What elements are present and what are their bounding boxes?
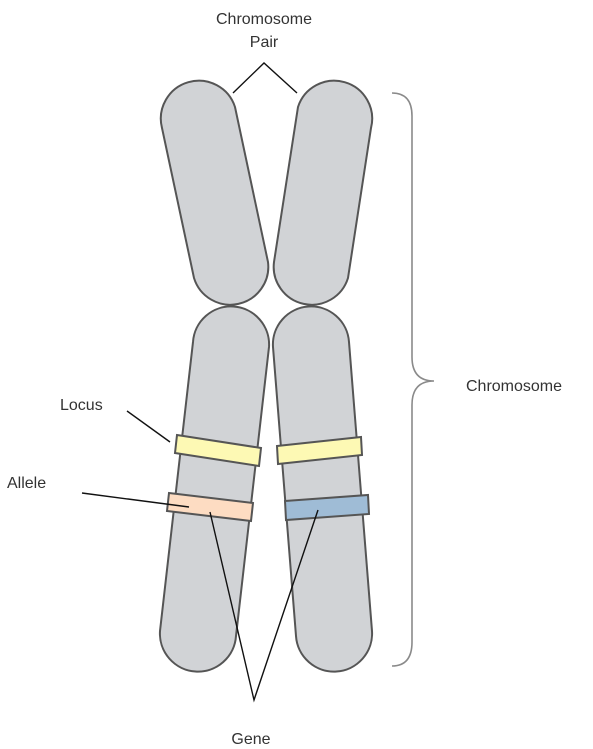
locus-label: Locus xyxy=(60,397,103,414)
lower-arm-right-shape xyxy=(273,306,372,671)
lower-arm-right xyxy=(273,306,372,671)
upper-arm-left-shape xyxy=(161,81,268,305)
upper-arm-right-shape xyxy=(274,81,372,305)
chromosome-label: Chromosome xyxy=(466,378,562,395)
chromosome-pair-pointer xyxy=(233,63,297,93)
locus-leader-line xyxy=(127,411,170,442)
gene-label: Gene xyxy=(231,731,270,748)
chromosome-pair-label-line2: Pair xyxy=(250,34,279,51)
chromosome-brace xyxy=(392,93,434,666)
upper-arm-left xyxy=(161,81,268,305)
lower-arm-left xyxy=(160,306,269,671)
allele-label: Allele xyxy=(7,475,46,492)
chromosome-pair-label-line1: Chromosome xyxy=(216,11,312,28)
upper-arm-right xyxy=(274,81,372,305)
lower-arm-left-shape xyxy=(160,306,269,671)
